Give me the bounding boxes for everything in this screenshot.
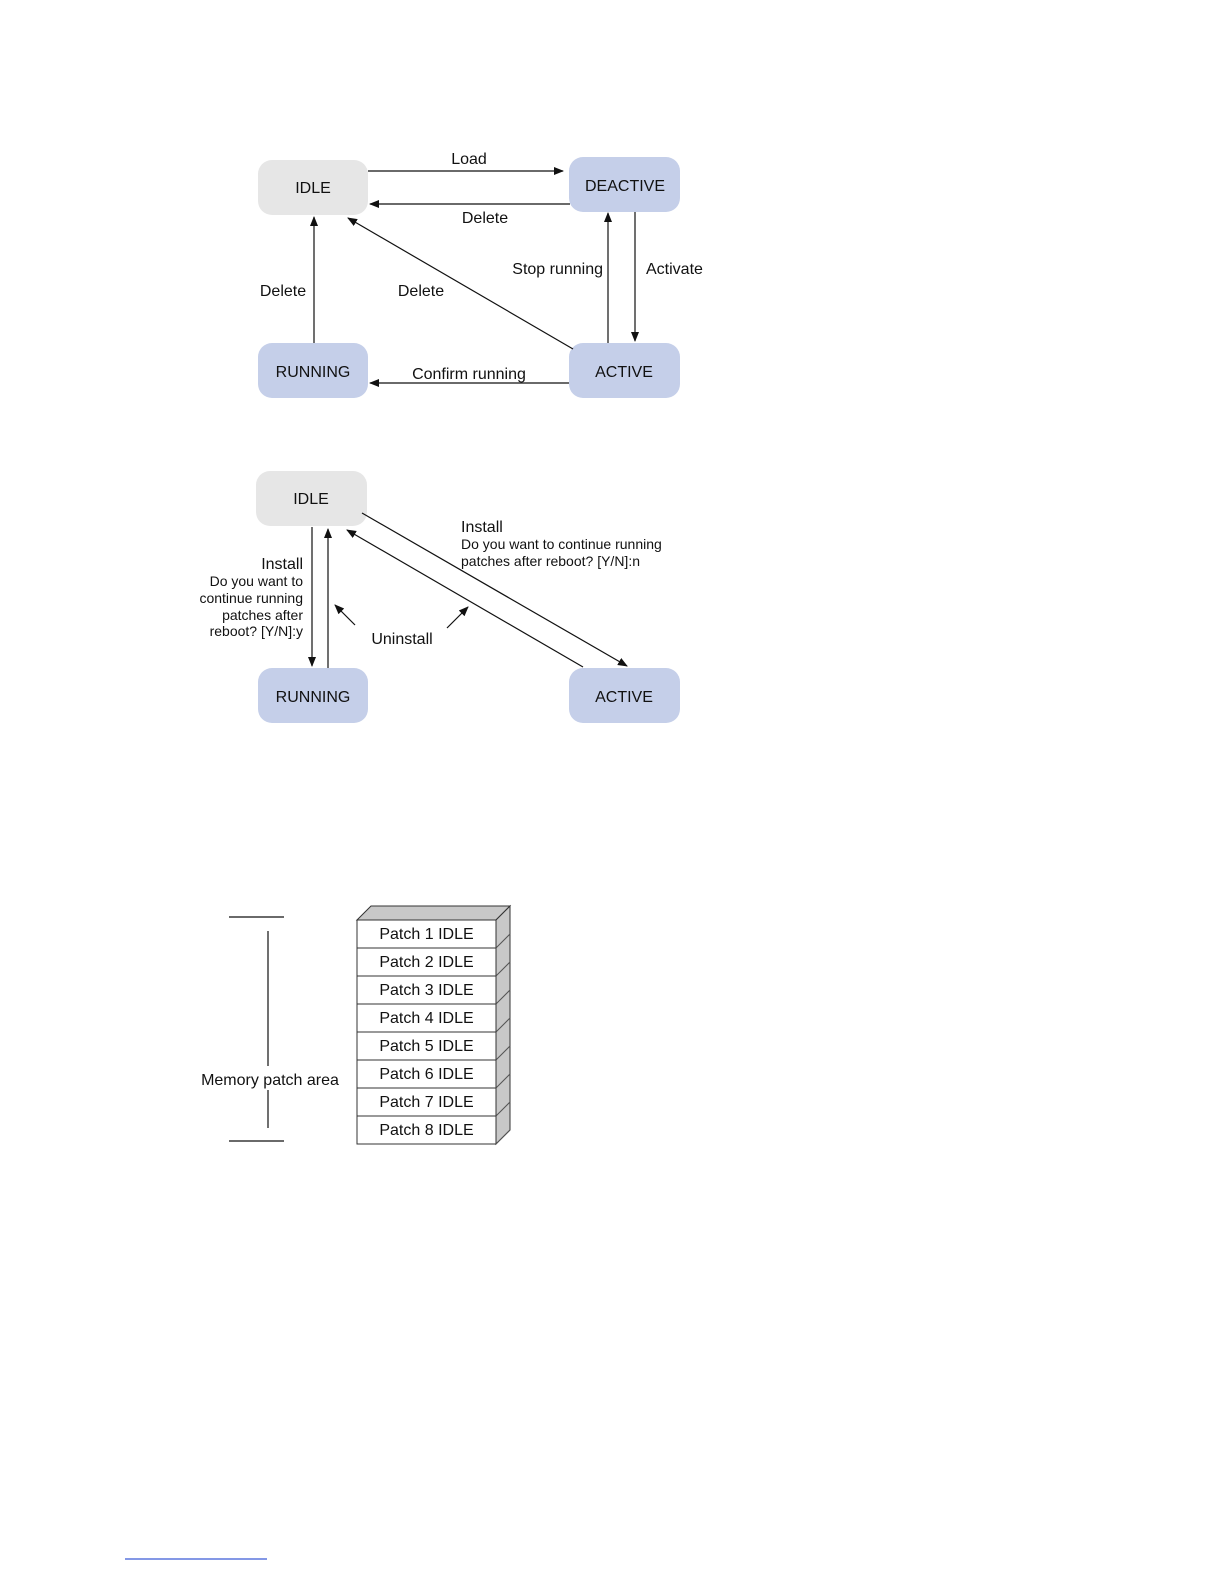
patch-side-divider — [495, 989, 511, 1005]
patch-row: Patch 6 IDLE — [356, 1059, 511, 1089]
install-left-line2: continue running — [199, 590, 303, 606]
patch-side-divider — [495, 1101, 511, 1117]
node-idle: IDLE — [258, 160, 368, 215]
install-left-annotation: Install Do you want to continue running … — [199, 556, 303, 639]
patch-cell — [356, 1003, 497, 1033]
patch-label: Patch 6 IDLE — [379, 1066, 473, 1083]
node-idle-2: IDLE — [256, 471, 367, 526]
node-active-2-label: ACTIVE — [595, 689, 653, 706]
node-running-label: RUNNING — [276, 364, 351, 381]
node-deactive-label: DEACTIVE — [585, 178, 665, 195]
node-idle-label: IDLE — [295, 180, 331, 197]
node-idle-2-label: IDLE — [293, 491, 329, 508]
node-running-2-label: RUNNING — [276, 689, 351, 706]
edge-activate-label: Activate — [646, 261, 703, 278]
install-left-line1: Do you want to — [210, 573, 304, 589]
state-diagram-1: IDLE DEACTIVE RUNNING ACTIVE Load Delete… — [258, 151, 703, 398]
patch-list: Patch 1 IDLE Patch 2 IDLE Patch 3 IDLE Patc… — [356, 919, 511, 1145]
uninstall-pointer-left — [334, 604, 356, 626]
patch-cell — [356, 1087, 497, 1117]
node-active-2: ACTIVE — [569, 668, 680, 723]
patch-side-divider — [495, 1045, 511, 1061]
node-deactive: DEACTIVE — [569, 157, 680, 212]
memory-patch-area: Memory patch area Patch 1 IDLE Patch 2 ID… — [201, 904, 512, 1146]
patch-cell — [356, 919, 497, 949]
install-left-line3: patches after — [222, 607, 303, 623]
patch-row: Patch 5 IDLE — [356, 1031, 511, 1061]
patch-row: Patch 7 IDLE — [356, 1087, 511, 1117]
patch-label: Patch 2 IDLE — [379, 954, 473, 971]
edge-delete-diag — [347, 217, 574, 350]
edge-load-label: Load — [451, 151, 487, 168]
node-active-label: ACTIVE — [595, 364, 653, 381]
install-right-line2: patches after reboot? [Y/N]:n — [461, 553, 640, 569]
patch-label: Patch 3 IDLE — [379, 982, 473, 999]
patch-row: Patch 3 IDLE — [356, 975, 511, 1005]
edge-delete-diag-label: Delete — [398, 283, 444, 300]
edge-stop-running-label: Stop running — [512, 261, 603, 278]
stack-top-face — [355, 905, 512, 921]
edge-delete-top-label: Delete — [462, 210, 508, 227]
patch-row: Patch 4 IDLE — [356, 1003, 511, 1033]
patch-cell — [356, 1059, 497, 1089]
uninstall-label: Uninstall — [371, 631, 432, 648]
patch-side-divider — [495, 1017, 511, 1033]
state-diagram-2: IDLE RUNNING ACTIVE Uninstall Install Do… — [199, 471, 680, 723]
patch-row: Patch 2 IDLE — [356, 947, 511, 977]
edge-delete-left-label: Delete — [260, 283, 306, 300]
memory-patch-area-label: Memory patch area — [201, 1072, 339, 1089]
edge-confirm-running-label: Confirm running — [412, 366, 526, 383]
patch-label: Patch 4 IDLE — [379, 1010, 473, 1027]
install-right-annotation: Install Do you want to continue running … — [461, 519, 662, 569]
install-left-title: Install — [261, 556, 303, 573]
patch-label: Patch 5 IDLE — [379, 1038, 473, 1055]
patch-label: Patch 8 IDLE — [379, 1122, 473, 1139]
edge-install-active — [361, 512, 628, 667]
patch-cell — [356, 1031, 497, 1061]
patch-label: Patch 1 IDLE — [379, 926, 473, 943]
patch-label: Patch 7 IDLE — [379, 1094, 473, 1111]
patch-side-divider — [495, 1073, 511, 1089]
install-right-title: Install — [461, 519, 503, 536]
uninstall-pointer-right — [446, 606, 469, 629]
install-right-line1: Do you want to continue running — [461, 536, 662, 552]
patch-side-divider — [495, 1129, 511, 1145]
node-running-2: RUNNING — [258, 668, 368, 723]
node-running: RUNNING — [258, 343, 368, 398]
patch-side-divider — [495, 961, 511, 977]
install-left-line4: reboot? [Y/N]:y — [210, 623, 303, 639]
node-active: ACTIVE — [569, 343, 680, 398]
patch-side-divider — [495, 933, 511, 949]
patch-cell — [356, 1115, 497, 1145]
edge-uninstall-active — [346, 529, 584, 668]
patch-row: Patch 8 IDLE — [356, 1115, 511, 1145]
patch-cell — [356, 975, 497, 1005]
patch-row: Patch 1 IDLE — [356, 919, 511, 949]
